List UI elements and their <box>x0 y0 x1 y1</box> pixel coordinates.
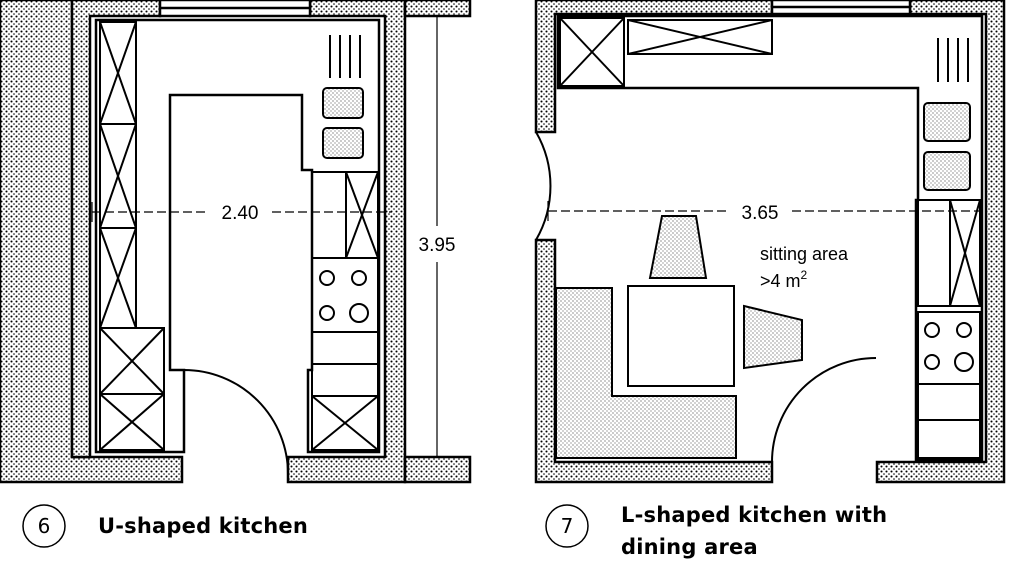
svg-text:6: 6 <box>38 514 51 538</box>
corner-bench-fig7 <box>555 287 737 459</box>
figure-number-7: 7 <box>545 504 589 548</box>
chair-2-fig7 <box>743 304 803 370</box>
top-units-fig7 <box>559 17 969 87</box>
chair-1-fig7 <box>648 215 708 279</box>
svg-text:7: 7 <box>561 514 574 538</box>
door-swing-bottom-fig7 <box>771 357 877 463</box>
right-units-fig6 <box>311 35 379 451</box>
worktop-fig6 <box>94 18 381 454</box>
walls-fig6 <box>0 0 472 484</box>
hob-fig6 <box>311 257 379 333</box>
sitting-area-label: sitting area <box>760 244 849 264</box>
left-units-fig6 <box>99 21 165 451</box>
depth-label-fig6: 3.95 <box>419 235 456 256</box>
door-swing-fig7 <box>535 131 552 241</box>
caption-fig7-line2: dining area <box>621 535 758 559</box>
worktop-fig7 <box>556 14 984 462</box>
width-label-fig7: 3.65 <box>742 203 779 224</box>
dining-table-fig7 <box>627 285 735 387</box>
width-label-fig6: 2.40 <box>222 203 259 224</box>
right-units-fig7 <box>917 102 981 459</box>
sink-bowl-2-fig6 <box>322 127 364 159</box>
hob-fig7 <box>917 311 981 385</box>
sink-bowl-1-fig7 <box>923 102 971 142</box>
figure-number-6: 6 <box>22 504 66 548</box>
caption-fig7-line1: L-shaped kitchen with <box>621 503 888 527</box>
figure-6-u-shaped-plan <box>0 0 472 484</box>
figure-7-l-shaped-plan <box>534 0 1006 484</box>
dimension-lines-fig6 <box>91 16 438 457</box>
caption-fig6: U-shaped kitchen <box>98 514 309 538</box>
sitting-area-size: >4 m2 <box>760 268 808 291</box>
sink-bowl-2-fig7 <box>923 151 971 191</box>
door-swing-fig6 <box>183 369 289 475</box>
sink-bowl-1-fig6 <box>322 87 364 119</box>
dimension-line-fig7 <box>547 201 984 221</box>
